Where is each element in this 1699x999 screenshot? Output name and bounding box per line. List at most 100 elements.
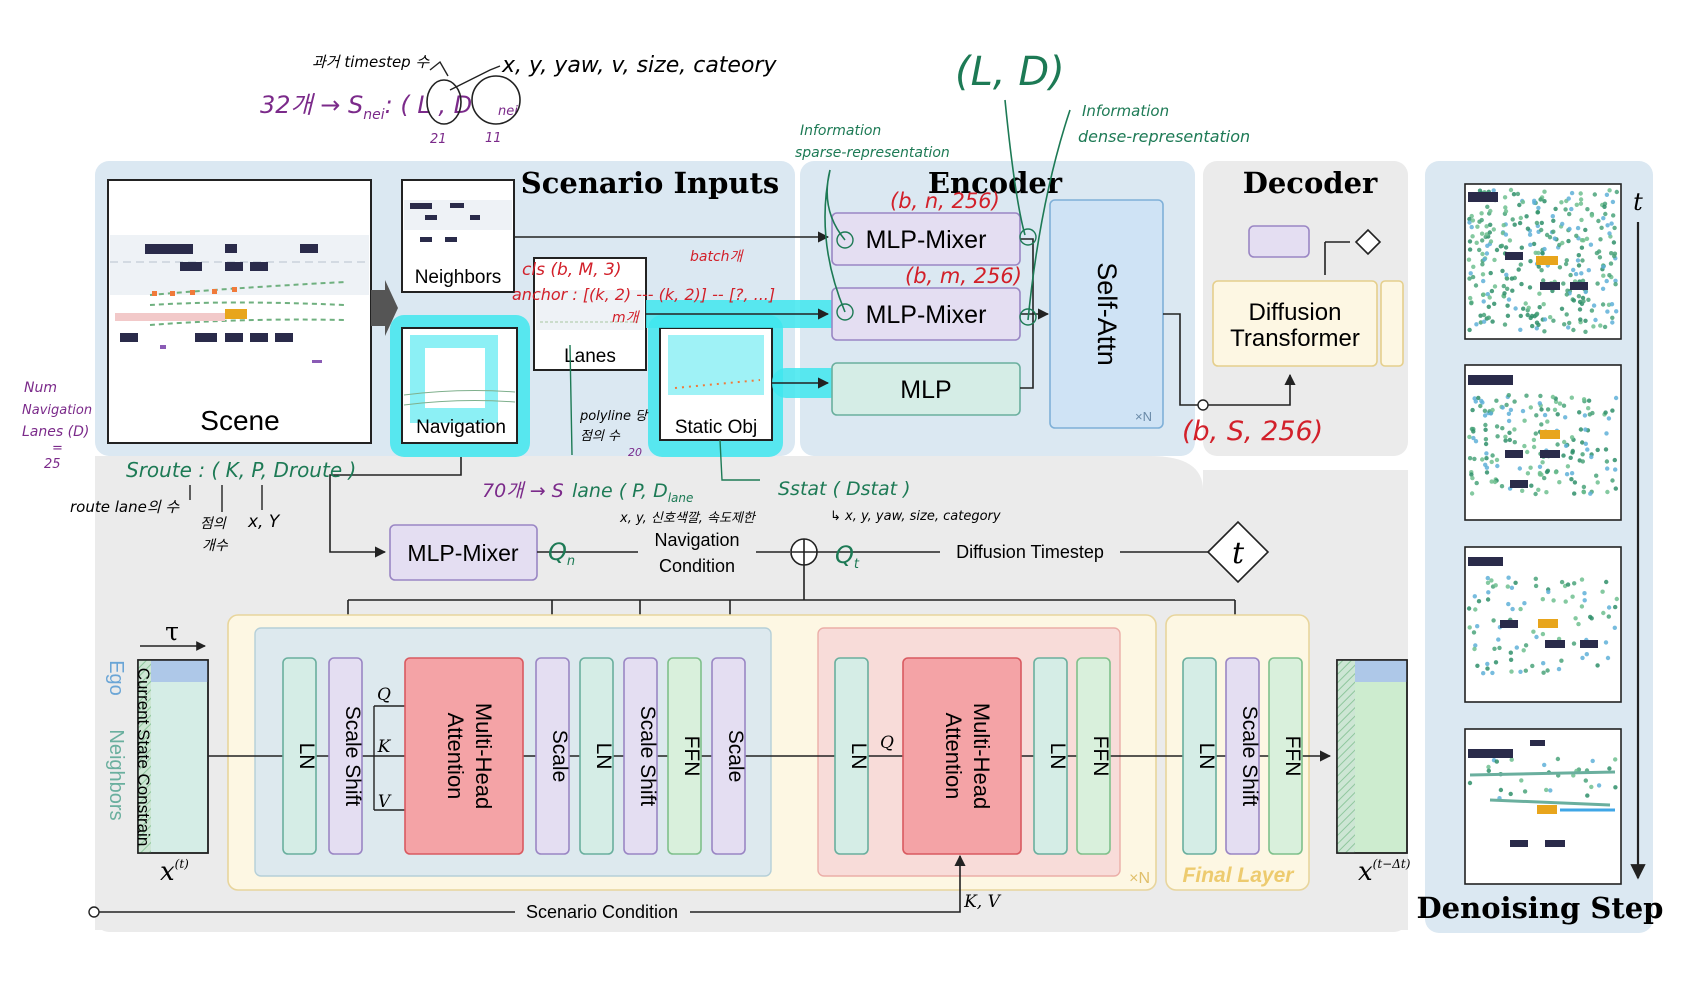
noise-dot xyxy=(1481,319,1487,324)
noise-dot xyxy=(1555,442,1560,447)
noise-dot xyxy=(1475,663,1480,668)
noise-dot xyxy=(1467,456,1473,461)
noise-dot xyxy=(1572,581,1577,586)
noise-dot xyxy=(1564,472,1570,477)
lanes-thumbnail xyxy=(533,257,647,371)
noise-dot xyxy=(1613,278,1618,283)
noise-dot xyxy=(1483,441,1489,447)
noise-dot xyxy=(1498,787,1504,793)
noise-dot xyxy=(1583,778,1589,783)
noise-dot xyxy=(1583,289,1588,295)
input-tensor xyxy=(137,659,209,854)
noise-dot xyxy=(1492,646,1497,651)
noise-dot xyxy=(1522,418,1527,423)
noise-dot xyxy=(1562,439,1567,445)
anno-ld: (L, D) xyxy=(955,49,1065,95)
noise-dot xyxy=(1580,295,1586,301)
noise-dot xyxy=(1483,427,1488,432)
noise-dot xyxy=(1610,315,1615,320)
noise-dot xyxy=(1556,666,1562,672)
ffn-2-label: FFN xyxy=(1089,736,1112,777)
anno-qt: Qt xyxy=(835,541,860,572)
noise-dot xyxy=(1602,204,1607,209)
noise-dot xyxy=(1588,491,1593,496)
anno-bs256: (b, S, 256) xyxy=(1182,416,1323,447)
anno-sroute: Sroute : ( K, P, Droute ) xyxy=(126,458,356,482)
tau-label: τ xyxy=(165,617,179,646)
noise-dot xyxy=(1541,670,1546,675)
noise-dot xyxy=(1474,322,1479,327)
noise-dot xyxy=(1537,305,1542,310)
mha-2-label-2: Attention xyxy=(941,713,966,800)
noise-dot xyxy=(1604,278,1609,284)
mha-2 xyxy=(902,657,1022,855)
noise-dot xyxy=(1577,307,1583,312)
noise-dot xyxy=(1516,267,1521,272)
noise-dot xyxy=(1572,480,1578,485)
noise-dot xyxy=(1520,408,1526,414)
scale-shift-1 xyxy=(328,657,363,855)
noise-dot xyxy=(1610,320,1615,325)
noise-dot xyxy=(1512,399,1517,404)
noise-dot xyxy=(1553,399,1559,404)
anno-timestep: 과거 timestep 수 xyxy=(312,53,430,71)
anno-slane: lane ( P, Dlane xyxy=(572,480,693,505)
anno-dnei: nei xyxy=(498,104,518,119)
scale-shift-2-label: Scale Shift xyxy=(636,706,659,807)
noise-dot xyxy=(1514,645,1520,650)
noise-dot xyxy=(1600,589,1605,594)
noise-dot xyxy=(1478,403,1483,409)
noise-dot xyxy=(1538,393,1543,399)
noise-dot xyxy=(1486,590,1491,595)
lanes-label: Lanes xyxy=(564,346,616,367)
noise-dot xyxy=(1576,253,1582,258)
ffn-1 xyxy=(667,657,702,855)
noise-dot xyxy=(1467,625,1472,630)
denoise-t-label: t xyxy=(1633,188,1643,216)
noise-dot xyxy=(1485,204,1490,209)
noise-dot xyxy=(1507,430,1512,435)
noise-dot xyxy=(1564,312,1569,317)
noise-dot xyxy=(1580,459,1586,464)
anno-jeom-2: 개수 xyxy=(202,538,229,554)
noise-dot xyxy=(1539,407,1544,412)
encoder-repeat-label: ×N xyxy=(1135,409,1152,424)
noise-dot xyxy=(1486,315,1492,320)
noise-dot xyxy=(1596,249,1602,254)
noise-dot xyxy=(1499,484,1505,489)
noise-dot xyxy=(1591,324,1596,329)
noise-dot xyxy=(1607,188,1612,193)
noise-dot xyxy=(1598,237,1603,242)
noise-dot xyxy=(1506,575,1511,580)
noise-dot xyxy=(1536,264,1542,269)
noise-dot xyxy=(1571,298,1577,303)
noise-dot xyxy=(1503,232,1509,237)
noise-dot xyxy=(1506,601,1511,607)
noise-dot xyxy=(1472,456,1477,462)
noise-dot xyxy=(1478,320,1484,325)
noise-dot xyxy=(1477,188,1483,193)
scale-2 xyxy=(711,657,746,855)
decoder-token-connector xyxy=(1324,241,1350,275)
noise-dot xyxy=(1589,454,1594,460)
noise-dot xyxy=(1603,447,1609,452)
noise-dot xyxy=(1545,407,1551,412)
noise-dot xyxy=(1568,455,1573,460)
noise-dot xyxy=(1473,439,1479,444)
noise-dot xyxy=(1494,247,1500,253)
noise-dot xyxy=(1509,669,1514,674)
noise-dot xyxy=(1579,245,1585,250)
noise-dot xyxy=(1501,223,1506,228)
noise-dot xyxy=(1508,187,1514,193)
dit-layers: LN Scale Shift Q K V Multi-Head Attentio… xyxy=(282,657,1304,855)
noise-dot xyxy=(1544,490,1549,495)
mha-1-label-1: Multi-Head xyxy=(471,703,496,809)
noise-dot xyxy=(1536,250,1541,256)
noise-dot xyxy=(1508,650,1514,655)
noise-dot xyxy=(1523,301,1528,306)
noise-dot xyxy=(1529,313,1535,319)
noise-dot xyxy=(1471,435,1476,441)
noise-dot xyxy=(1504,276,1510,281)
noise-dot xyxy=(1510,217,1515,222)
encoder-mlp-mixer-2-label: MLP-Mixer xyxy=(866,301,987,329)
